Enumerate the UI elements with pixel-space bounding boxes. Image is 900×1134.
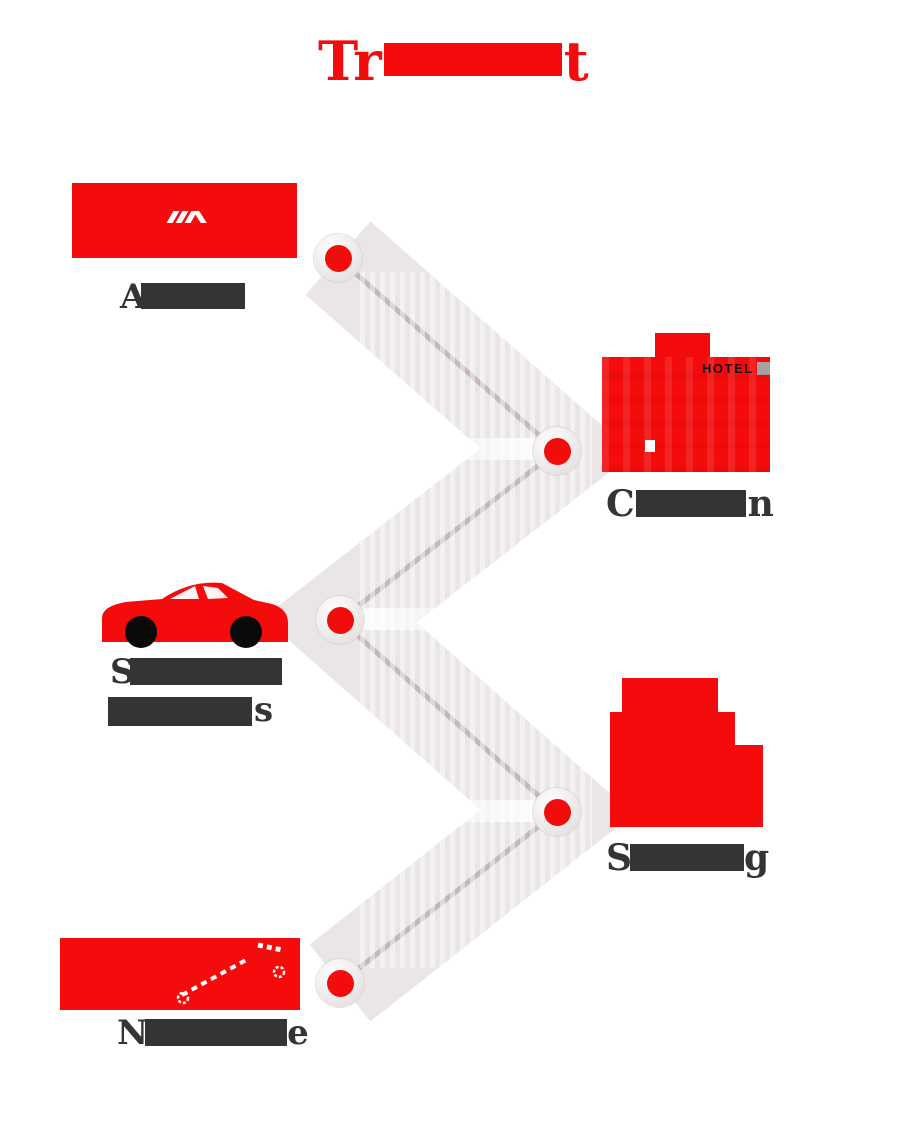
title-redaction-block <box>383 43 562 76</box>
car-windshield-highlight <box>170 586 199 599</box>
hotel-tower-block <box>655 333 710 359</box>
item2-label-end: n <box>747 483 774 525</box>
node4-tail-band <box>372 800 542 822</box>
shopping-bag-icon-mid <box>610 712 735 745</box>
item4-label-redaction <box>630 844 744 871</box>
route-pin-end <box>272 965 286 979</box>
item2-label: C n <box>606 486 774 522</box>
route-pin-start <box>176 991 190 1005</box>
car-wheel-front <box>230 616 262 648</box>
item3-label-line2: s <box>108 693 273 727</box>
route-dashed-line <box>181 957 249 997</box>
item4-label-end: g <box>744 837 770 879</box>
car-window-highlight <box>203 586 228 599</box>
item1-label: A <box>120 280 246 314</box>
timeline-node-2 <box>533 427 581 475</box>
item3-label-line1: S <box>110 655 282 689</box>
hotel-sign-text: HOTEL <box>702 361 754 376</box>
road-route-markings <box>176 942 286 1005</box>
node2-tail-band <box>368 438 543 460</box>
timeline-node-5-dot <box>326 969 354 997</box>
item2-label-start: C <box>606 483 635 525</box>
car-wheel-rear <box>125 616 157 648</box>
runway-dashes <box>166 211 207 223</box>
page-title: Tr t <box>318 29 589 93</box>
node3-tail-band <box>358 608 508 630</box>
item3-label-line2-redaction <box>108 697 252 726</box>
timeline-node-3 <box>316 596 364 644</box>
airport-runway-icon <box>72 183 297 258</box>
title-visible-suffix: t <box>563 29 589 93</box>
title-visible-prefix: Tr <box>318 29 382 93</box>
item1-label-redaction <box>141 283 246 309</box>
shopping-bag-icon-top <box>622 678 718 712</box>
item5-label-redaction <box>145 1019 288 1046</box>
hotel-door <box>645 440 655 452</box>
timeline-node-5 <box>316 959 364 1007</box>
timeline-node-2-dot <box>543 437 571 465</box>
route-top-dashes <box>257 942 283 953</box>
item4-label-start: S <box>606 837 632 879</box>
sports-car-icon <box>102 582 288 648</box>
item5-label-start: N <box>117 1013 149 1053</box>
timeline-node-4 <box>533 788 581 836</box>
timeline-node-1-dot <box>324 244 352 272</box>
hotel-sign-shadow <box>757 362 770 375</box>
runway-dash <box>193 211 207 223</box>
item5-label: N e <box>117 1016 309 1050</box>
item4-label: S g <box>606 840 769 876</box>
item2-label-redaction <box>635 490 746 517</box>
timeline-node-3-dot <box>326 606 354 634</box>
item3-label-line1-redaction <box>129 658 282 685</box>
timeline-node-1 <box>314 234 362 282</box>
shopping-bag-icon-base <box>610 745 763 827</box>
road-route-icon <box>60 938 300 1010</box>
item3-label-line2-end: s <box>254 690 274 730</box>
item5-label-end: e <box>287 1013 309 1053</box>
hotel-building-icon <box>602 357 770 472</box>
timeline-node-4-dot <box>543 798 571 826</box>
